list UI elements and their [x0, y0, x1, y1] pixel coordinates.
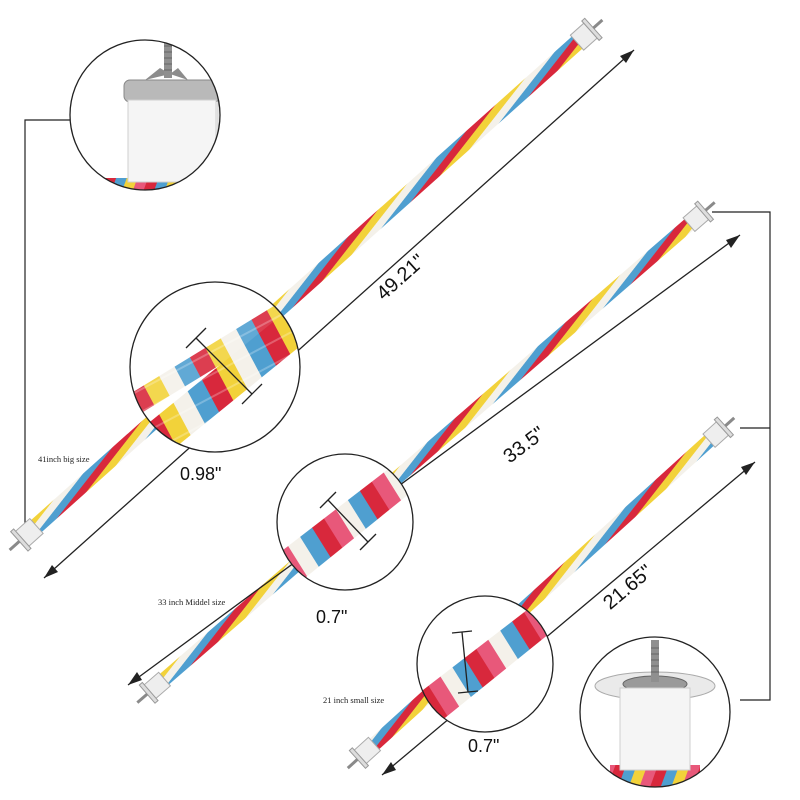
- zoom-rope-big: [129, 281, 301, 453]
- zoom-endcap-top: [69, 39, 221, 191]
- dimension-label-middle-length: 33.5": [499, 423, 549, 468]
- size-label-big: 41inch big size: [38, 454, 90, 464]
- end-cap-small-bottom: [346, 736, 382, 770]
- zoom-endcap-bottom: [579, 636, 731, 788]
- bracket-line-big: [24, 119, 70, 541]
- end-cap-big-bottom: [8, 517, 44, 552]
- dimension-arrow-small: [381, 461, 756, 776]
- rope-big: [8, 17, 604, 552]
- dimension-label-middle-diameter: 0.7": [316, 607, 347, 627]
- zoom-rope-middle: [276, 453, 414, 591]
- zoom-rope-small: [416, 595, 554, 733]
- rope-middle: [136, 200, 716, 704]
- size-label-middle: 33 inch Middel size: [158, 597, 226, 607]
- dimension-arrow-big: [43, 49, 635, 579]
- end-cap-small-top: [702, 416, 736, 449]
- dimension-arrow-middle: [127, 234, 741, 686]
- end-cap-middle-bottom: [136, 671, 172, 704]
- end-cap-middle-top: [682, 200, 716, 233]
- dimension-label-small-diameter: 0.7": [468, 736, 499, 756]
- dimension-label-big-diameter: 0.98": [180, 464, 221, 484]
- end-cap-big-top: [569, 17, 604, 51]
- size-label-small: 21 inch small size: [323, 695, 384, 705]
- bracket-line-right: [712, 211, 771, 701]
